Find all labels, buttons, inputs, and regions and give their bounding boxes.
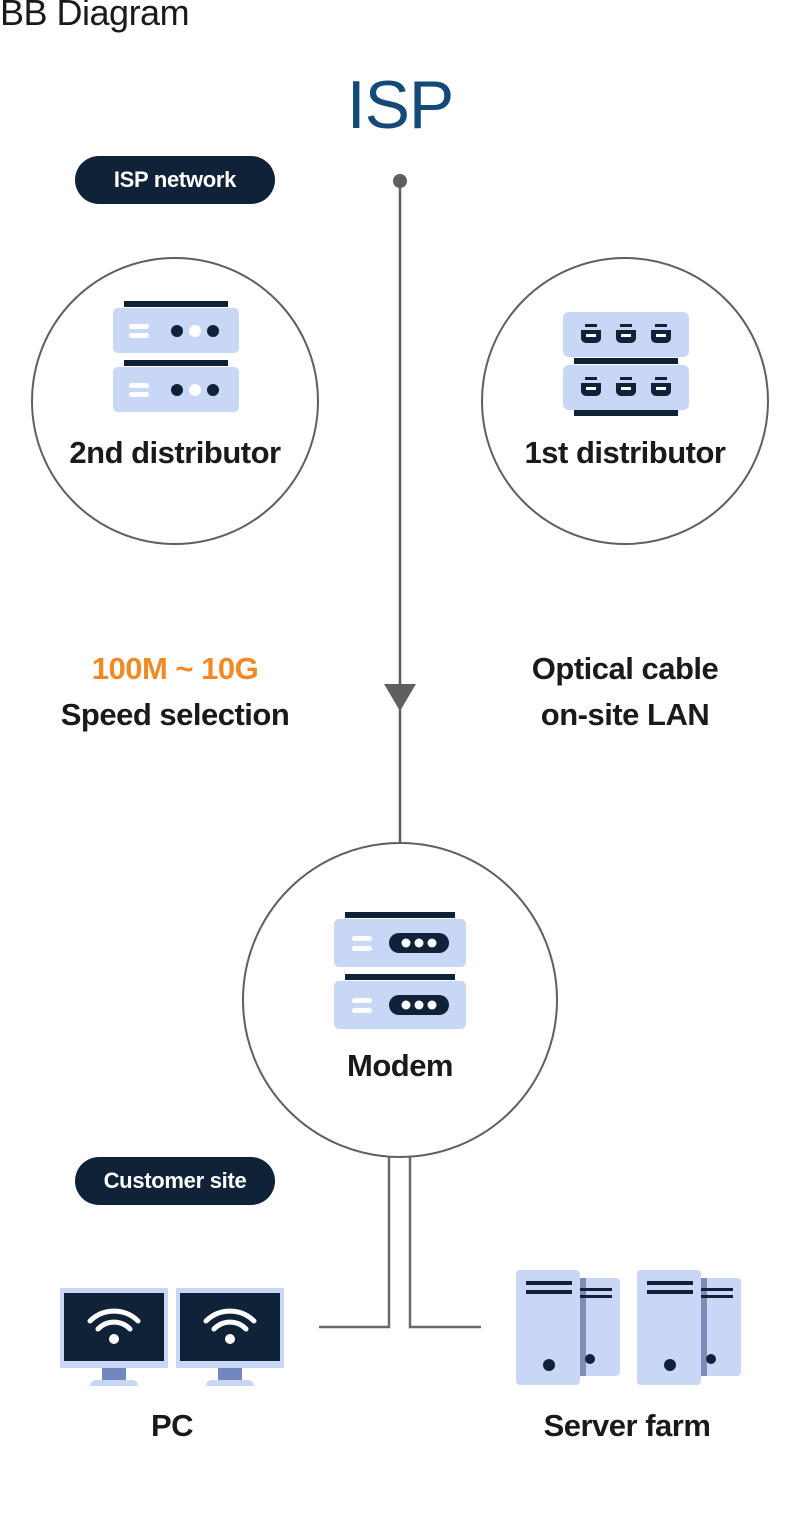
customer-site-badge: Customer site	[75, 1157, 275, 1205]
isp-heading: ISP	[346, 67, 455, 143]
speed-caption: Speed selection	[60, 697, 290, 732]
modem-to-pc-line	[319, 1157, 391, 1329]
server-farm-icon-group	[516, 1270, 741, 1385]
network-switch-icon	[563, 312, 689, 416]
page-title: BB Diagram	[0, 0, 190, 33]
isp-network-label: ISP network	[113, 167, 237, 192]
wifi-monitor-icon	[60, 1288, 168, 1386]
modem-to-server-line	[408, 1157, 481, 1329]
speed-range: 100M ~ 10G	[91, 651, 259, 686]
modem-node: Modem	[242, 842, 558, 1158]
down-arrow-icon	[384, 684, 416, 711]
server-farm-label: Server farm	[543, 1408, 711, 1443]
modem-label: Modem	[347, 1048, 454, 1083]
customer-site-label: Customer site	[103, 1168, 247, 1193]
cable-info: Optical cable on-site LAN	[475, 646, 775, 738]
second-distributor-node: 2nd distributor	[31, 257, 319, 545]
server-rack-icon	[113, 301, 239, 412]
cable-line-2: on-site LAN	[540, 697, 710, 732]
tower-server-icon	[516, 1270, 620, 1385]
first-distributor-label: 1st distributor	[524, 435, 726, 470]
speed-info: 100M ~ 10G Speed selection	[25, 646, 325, 738]
second-distributor-label: 2nd distributor	[69, 435, 281, 470]
tower-server-icon	[637, 1270, 741, 1385]
isp-network-badge: ISP network	[75, 156, 275, 204]
first-distributor-node: 1st distributor	[481, 257, 769, 545]
cable-line-1: Optical cable	[531, 651, 719, 686]
wifi-monitor-icon	[176, 1288, 284, 1386]
pc-icon-group	[60, 1288, 284, 1386]
pc-label: PC	[150, 1408, 194, 1443]
modem-icon	[334, 912, 466, 1029]
